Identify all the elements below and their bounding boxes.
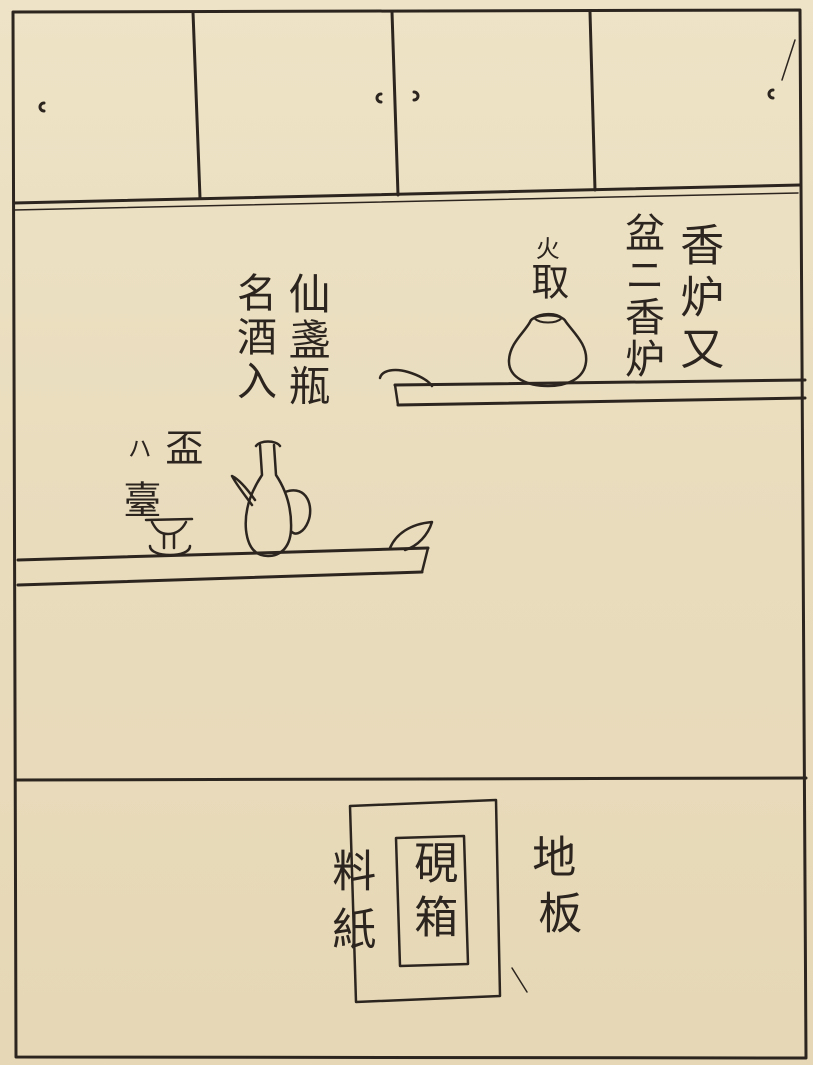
cabinet-door-divider-3 [588,10,597,192]
ink-box-outline [394,834,470,968]
outer-frame [11,8,808,1060]
cup-stand-label-col2: 臺 [116,480,161,522]
fire-bowl-label-small: 火 [531,236,560,262]
floor-board-label: 地 [524,834,576,886]
cup-stand-label-col1: 盃 [158,428,203,470]
cabinet-door-divider-1 [191,10,202,200]
ink-box-label-2: 箱 [406,894,458,946]
writing-boxes-drawing [348,798,528,1004]
paper-label: 料 [324,848,376,900]
door-handle-3 [412,90,420,102]
lower-shelf-top [16,546,430,562]
cabinet-bottom-rail-inner [13,192,799,211]
paper-box-outline [348,798,502,1004]
cup-stand-label-prefix: ハ [123,436,152,462]
sake-bottle-label-col1: 仙盞瓶 [282,272,332,410]
cup-stand-drawing [144,517,194,557]
incense-burner-drawing [507,312,588,388]
upper-shelf-bottom [396,396,807,407]
cabinet-bottom-rail [12,183,802,205]
floor-board-line [14,776,808,782]
lower-shelf-scroll-end [388,520,434,552]
corner-stroke [781,39,796,81]
lower-shelf-bottom [16,570,424,587]
door-handle-4 [767,88,775,100]
door-handle-2 [375,92,383,104]
cabinet-door-divider-2 [390,10,400,197]
upper-cabinet [12,10,802,211]
lower-shelf [16,520,434,587]
ink-box-label: 硯 [406,840,458,892]
sake-bottle-drawing [230,440,312,558]
paper-label-2: 紙 [324,906,376,958]
lower-shelf-end [420,546,430,574]
incense-burner-label-col2: 盆ニ香炉 [618,212,664,380]
upper-shelf-top [393,378,807,387]
floor-board-label-2: 板 [530,890,582,942]
upper-shelf-end [393,383,400,407]
fire-bowl-label: 取 [524,262,569,304]
door-handle-1 [38,101,46,113]
sake-bottle-label-col2: 名酒入 [230,272,276,404]
upper-shelf [378,368,807,407]
incense-burner-label-col1: 香炉又 [672,222,724,378]
upper-shelf-scroll-end [378,368,434,388]
